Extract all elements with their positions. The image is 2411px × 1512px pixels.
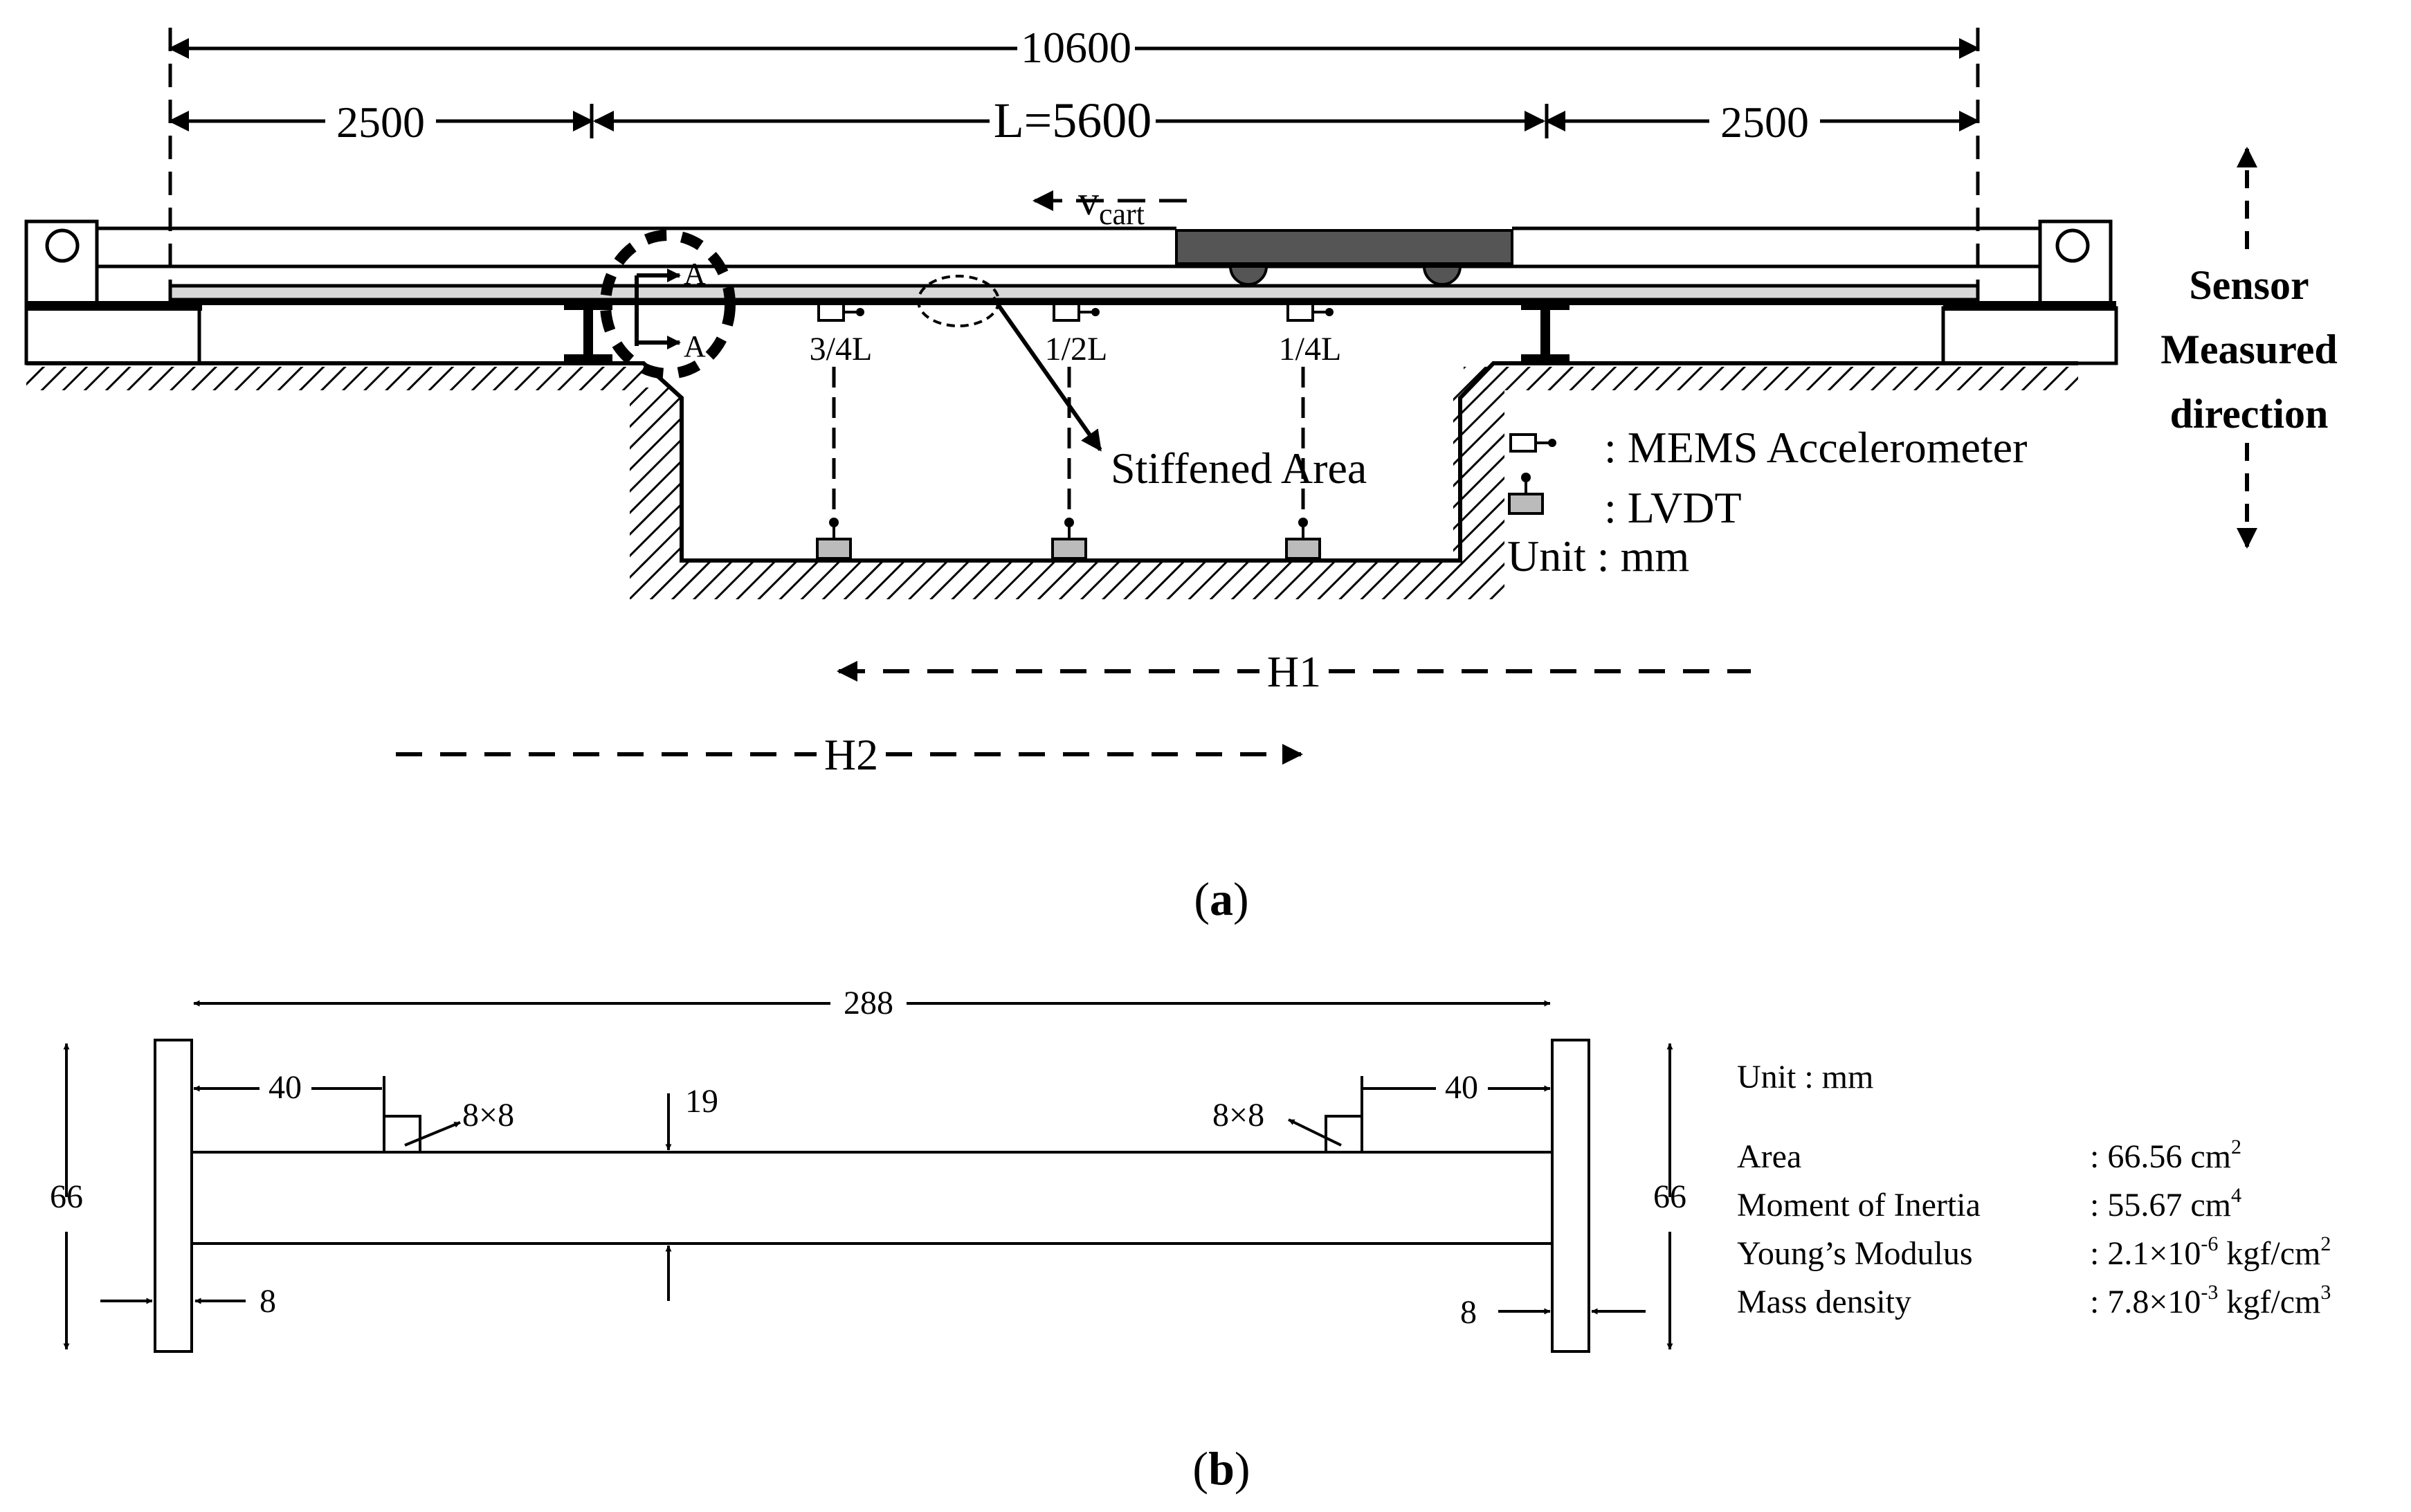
travel-path-h2-label: H2 xyxy=(824,730,878,779)
cart-velocity: vcart xyxy=(1032,178,1197,231)
direction-line-3: direction xyxy=(2170,391,2329,437)
dim-left-overhang: 2500 xyxy=(336,98,425,147)
dim-flange-thickness-left: 8 xyxy=(260,1283,276,1320)
property-value-inertia: : 55.67 cm4 xyxy=(2090,1184,2241,1223)
section-properties: Unit : mm Area : 66.56 cm2 Moment of Ine… xyxy=(1737,1059,2331,1320)
direction-line-2: Measured xyxy=(2160,327,2338,372)
property-name-inertia: Moment of Inertia xyxy=(1737,1187,1981,1223)
ground-and-pit xyxy=(26,361,2078,599)
cart-velocity-label: vcart xyxy=(1078,178,1145,231)
sensor-1-2l: 1/2L xyxy=(1045,302,1108,560)
panel-a: 10600 2500 L=5600 2500 vcart xyxy=(24,23,2338,925)
section-cut-marker: A A xyxy=(600,230,736,379)
property-name-area: Area xyxy=(1737,1138,1801,1175)
dim-stiffener-size-left: 8×8 xyxy=(462,1097,514,1133)
dim-span: L=5600 xyxy=(994,93,1152,148)
dim-stiffener-offset-right: 40 xyxy=(1445,1069,1478,1106)
property-value-density: : 7.8×10-3 kgf/cm3 xyxy=(2090,1281,2331,1320)
i-beam-support-left xyxy=(564,303,612,361)
caption-a: (a) xyxy=(1194,873,1248,925)
left-end-support xyxy=(24,219,202,365)
panel-b: 288 40 40 8×8 8×8 19 66 66 8 8 Unit : mm… xyxy=(50,985,2331,1495)
sensor-3-4l: 3/4L xyxy=(810,302,873,560)
dim-total: 10600 xyxy=(1021,23,1131,72)
caption-b: (b) xyxy=(1192,1442,1250,1495)
dim-width: 288 xyxy=(844,985,893,1021)
sensor-label-3-4l: 3/4L xyxy=(810,331,873,367)
legend-lvdt-icon xyxy=(1508,471,1544,515)
cross-section xyxy=(154,1039,1590,1353)
dim-flange-height-left: 66 xyxy=(50,1178,83,1215)
legend-accelerometer-icon xyxy=(1509,433,1558,453)
sensor-label-1-4l: 1/4L xyxy=(1279,331,1342,367)
legend-unit: Unit : mm xyxy=(1507,531,1689,581)
travel-path-h1-label: H1 xyxy=(1267,647,1321,696)
dim-stiffener-offset-left: 40 xyxy=(269,1069,302,1106)
guide-rails xyxy=(97,226,2040,268)
properties-unit: Unit : mm xyxy=(1737,1059,1873,1095)
legend-lvdt-label: : LVDT xyxy=(1604,483,1742,532)
sensor-label-1-2l: 1/2L xyxy=(1045,331,1108,367)
dim-stiffener-size-right: 8×8 xyxy=(1212,1097,1264,1133)
section-dimensions xyxy=(63,1000,1673,1350)
right-end-support xyxy=(1941,219,2118,365)
property-name-modulus: Young’s Modulus xyxy=(1737,1235,1973,1272)
travel-path-h1: H1 xyxy=(837,647,1751,696)
moving-cart xyxy=(1175,229,1513,286)
stiffened-area-label: Stiffened Area xyxy=(1111,444,1367,493)
sensor-1-4l: 1/4L xyxy=(1279,302,1342,560)
direction-line-1: Sensor xyxy=(2189,262,2309,308)
beam xyxy=(168,284,1980,302)
dim-flange-thickness-right: 8 xyxy=(1460,1294,1477,1331)
legend: : MEMS Accelerometer : LVDT Unit : mm xyxy=(1507,423,2027,581)
section-label-top: A xyxy=(684,257,706,291)
property-value-area: : 66.56 cm2 xyxy=(2090,1136,2241,1175)
dimension-lines xyxy=(168,28,1980,304)
dim-right-overhang: 2500 xyxy=(1720,98,1809,147)
measured-direction: Sensor Measured direction xyxy=(2160,147,2338,549)
dim-flange-height-right: 66 xyxy=(1653,1178,1686,1215)
property-value-modulus: : 2.1×10-6 kgf/cm2 xyxy=(2090,1232,2331,1272)
i-beam-support-right xyxy=(1521,303,1570,361)
legend-accelerometer-label: : MEMS Accelerometer xyxy=(1604,423,2027,472)
section-label-bottom: A xyxy=(684,329,706,363)
stiffened-area: Stiffened Area xyxy=(917,275,1367,493)
property-name-density: Mass density xyxy=(1737,1284,1911,1320)
dim-web-depth: 19 xyxy=(685,1083,718,1120)
travel-path-h2: H2 xyxy=(396,730,1303,779)
